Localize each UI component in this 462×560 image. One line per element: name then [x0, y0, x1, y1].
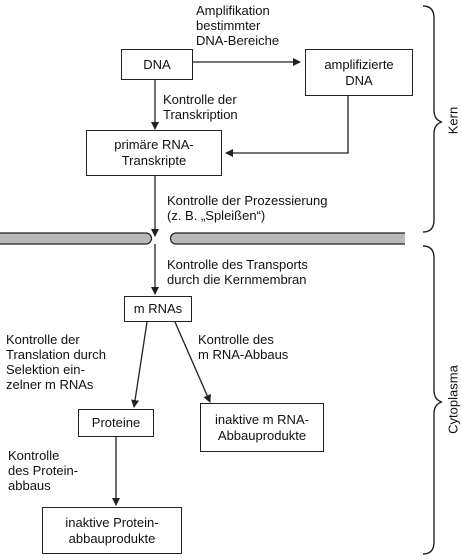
mrnas-box: m RNAs	[124, 296, 192, 322]
inactive-protein-label-2: abbauprodukte	[68, 530, 156, 546]
translation-label-2: Translation durch	[6, 347, 106, 362]
amplified-dna-label-1: amplifizierte	[324, 56, 394, 72]
amplification-label-1: Amplifikation	[196, 3, 270, 18]
processing-label-2: (z. B. „Spleißen“)	[167, 208, 266, 223]
arrow-amplified-to-primary	[225, 96, 349, 157]
amplified-dna-box: amplifizierte DNA	[305, 49, 413, 96]
translation-label-3: Selektion ein-	[6, 362, 85, 377]
translation-label-4: zelner m RNAs	[6, 377, 94, 392]
protein-degradation-label-1: Kontrolle	[8, 448, 60, 463]
protein-degradation-label-2: des Protein-	[8, 463, 79, 478]
amplification-label-3: DNA-Bereiche	[196, 33, 280, 48]
translation-label: Kontrolle der Translation durch Selektio…	[6, 332, 106, 392]
dna-box: DNA	[121, 49, 193, 80]
amplification-label: Amplifikation bestimmter DNA-Bereiche	[196, 3, 279, 48]
primary-transcripts-label-1: primäre RNA-	[114, 137, 194, 152]
proteins-box-label: Proteine	[91, 415, 141, 430]
brace-nucleus	[422, 5, 443, 233]
transcription-label: Kontrolle der Transkription	[163, 92, 238, 122]
transcription-label-2: Transkription	[163, 107, 238, 122]
primary-transcripts-box: primäre RNA- Transkripte	[86, 130, 222, 176]
transport-label: Kontrolle des Transports durch die Kernm…	[167, 257, 308, 287]
transcription-label-1: Kontrolle der	[163, 92, 237, 107]
inactive-protein-products-box: inaktive Protein- abbauprodukte	[42, 507, 182, 554]
inactive-mrna-label-2: Abbauprodukte	[217, 427, 307, 443]
brace-cytoplasm	[422, 245, 443, 555]
amplification-label-2: bestimmter	[196, 18, 261, 33]
inactive-protein-label-1: inaktive Protein-	[65, 514, 159, 530]
rna-degradation-label: Kontrolle des m RNA-Abbaus	[198, 332, 288, 362]
arrow-rna-degradation	[174, 321, 211, 403]
arrow-translation	[131, 321, 148, 408]
nuclear-membrane-left	[0, 232, 153, 245]
transport-label-2: durch die Kernmembran	[167, 272, 307, 287]
rna-degradation-label-2: m RNA-Abbaus	[198, 347, 289, 362]
rna-degradation-label-1: Kontrolle des	[198, 332, 274, 347]
inactive-mrna-label-1: inaktive m RNA-	[215, 411, 309, 427]
mrnas-box-label: m RNAs	[133, 301, 183, 316]
protein-degradation-label: Kontrolle des Protein- abbaus	[8, 448, 78, 493]
inactive-mrna-products-box: inaktive m RNA- Abbauprodukte	[200, 403, 324, 452]
protein-degradation-label-3: abbaus	[8, 478, 51, 493]
nuclear-membrane-right	[169, 232, 405, 245]
processing-label-1: Kontrolle der Prozessierung	[167, 193, 328, 208]
translation-label-1: Kontrolle der	[6, 332, 80, 347]
primary-transcripts-label-2: Transkripte	[121, 153, 187, 168]
proteins-box: Proteine	[78, 409, 154, 437]
nucleus-label: Kern	[445, 106, 461, 135]
processing-label: Kontrolle der Prozessierung (z. B. „Sple…	[167, 193, 327, 223]
transport-label-1: Kontrolle des Transports	[167, 257, 308, 272]
amplified-dna-label-2: DNA	[345, 72, 373, 88]
cytoplasm-label: Cytoplasma	[445, 365, 461, 434]
dna-box-label: DNA	[143, 56, 171, 72]
